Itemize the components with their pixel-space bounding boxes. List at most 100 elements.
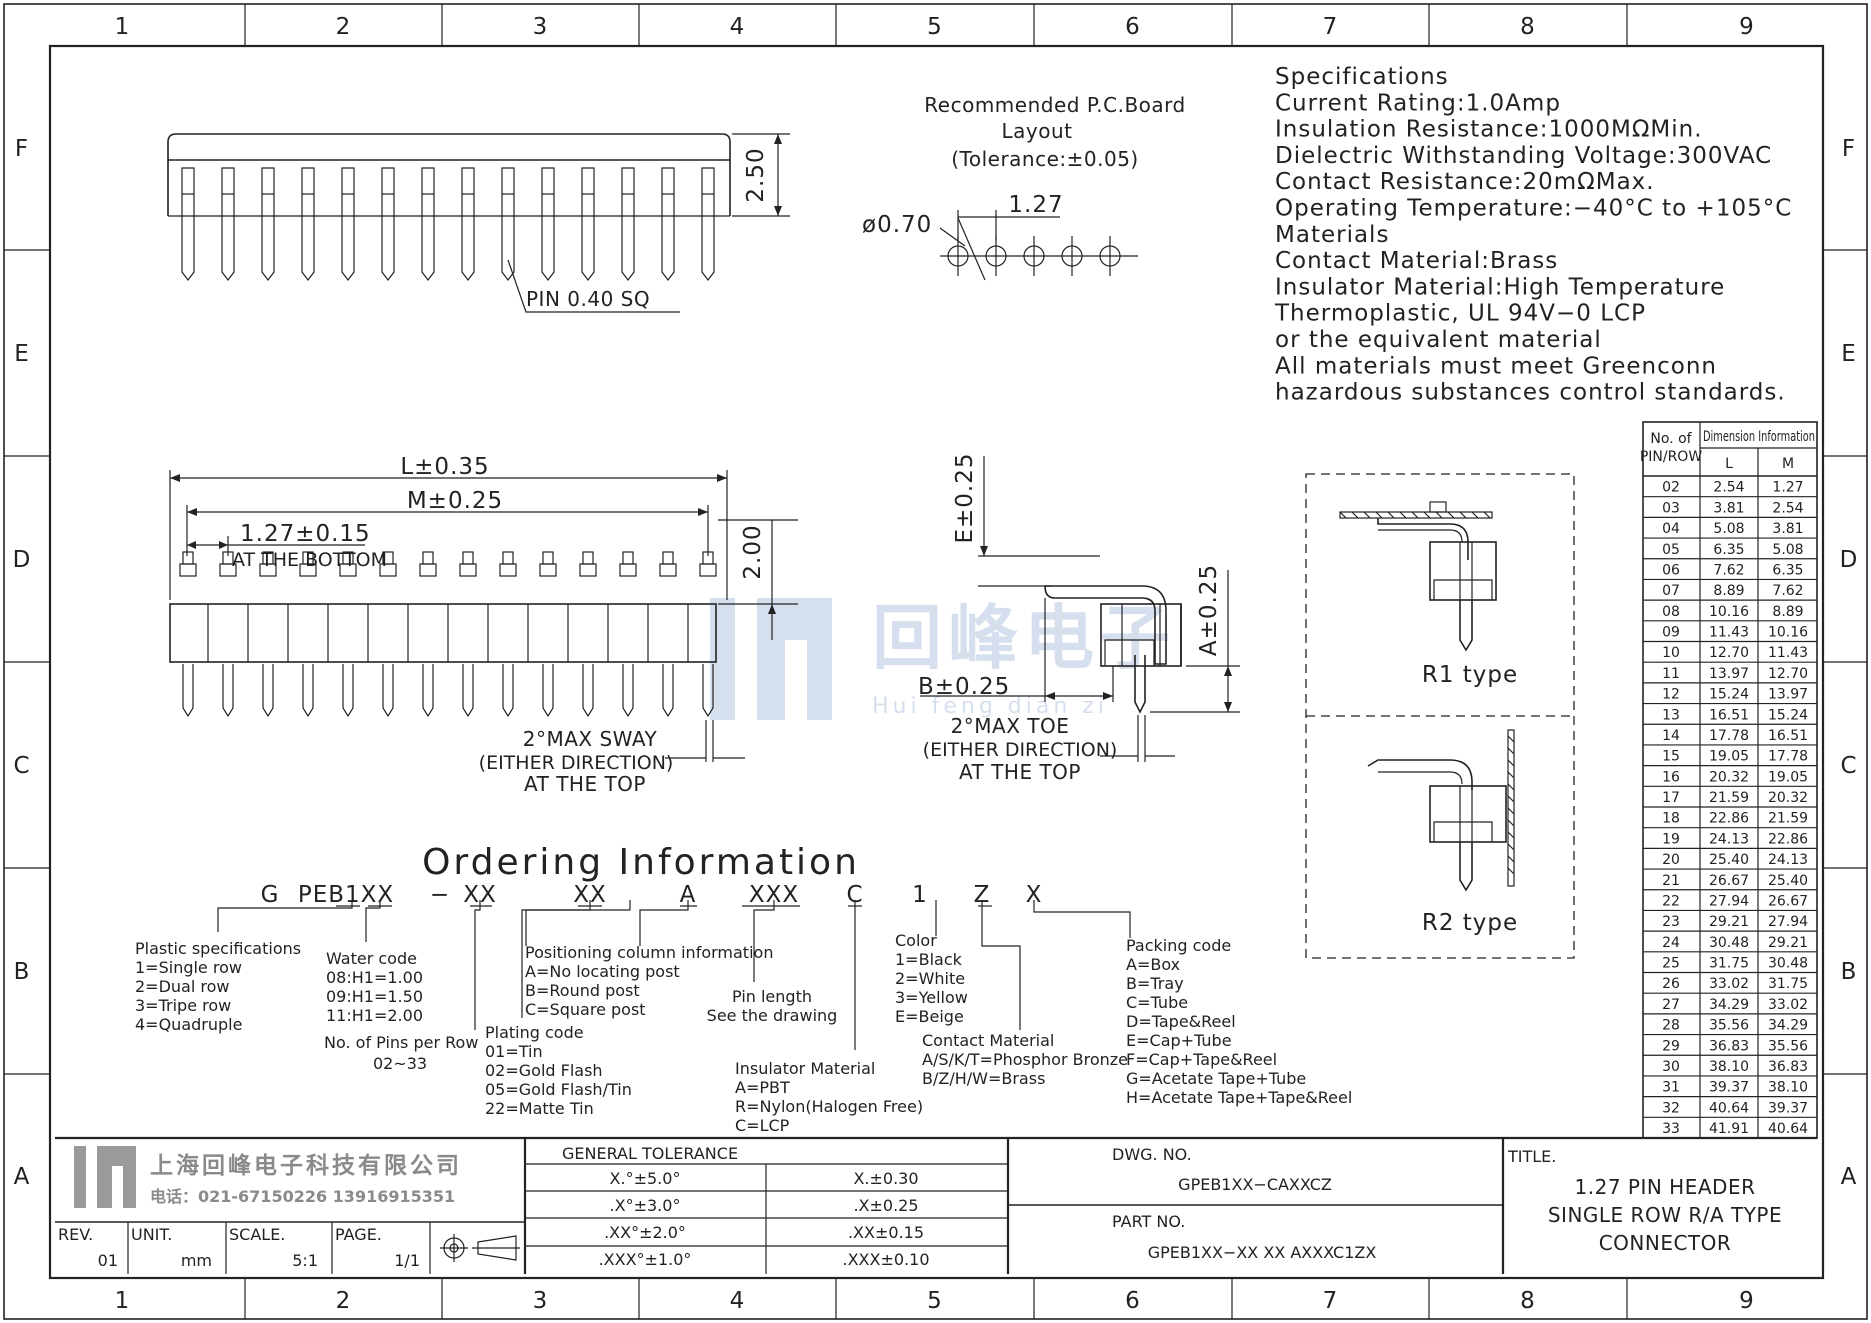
table-cell-l: 40.64	[1709, 1100, 1749, 1116]
table-cell-m: 8.89	[1772, 604, 1803, 620]
table-cell-m: 40.64	[1768, 1121, 1808, 1137]
table-cell-m: 10.16	[1768, 625, 1808, 641]
tolerance-angle: .XXX°±1.0°	[599, 1250, 692, 1269]
side-b-dim: B±0.25	[918, 674, 1010, 700]
ordering-line: A=PBT	[735, 1078, 790, 1097]
ordering-line: 1=Black	[895, 950, 963, 969]
table-cell-l: 35.56	[1709, 1018, 1749, 1034]
table-cell-m: 11.43	[1768, 645, 1808, 661]
side-e-dim: E±0.25	[952, 452, 978, 543]
table-cell-l: 17.78	[1709, 728, 1749, 744]
r2-type-drawing	[1367, 729, 1515, 892]
table-cell-pins: 15	[1662, 749, 1680, 765]
table-cell-pins: 31	[1662, 1080, 1680, 1096]
table-cell-pins: 33	[1662, 1121, 1680, 1137]
table-cell-l: 22.86	[1709, 811, 1749, 827]
table-cell-l: 34.29	[1709, 997, 1749, 1013]
side-toe-line2: (EITHER DIRECTION)	[923, 739, 1118, 761]
table-cell-m: 19.05	[1768, 769, 1808, 785]
table-cell-pins: 06	[1662, 562, 1680, 578]
ordering-line: Color	[895, 931, 937, 950]
scale-value: 5:1	[292, 1251, 318, 1270]
title-block: 上海回峰电子科技有限公司 电话：021-67150226 13916915351…	[55, 1136, 1817, 1274]
table-cell-l: 25.40	[1709, 852, 1749, 868]
ordering-line: C=LCP	[735, 1116, 790, 1135]
top-view-pin	[581, 167, 595, 281]
ordering-line: 1=Single row	[135, 958, 242, 977]
pcb-pitch: 1.27	[1008, 192, 1063, 218]
front-view: L±0.35 M±0.25 1.27±0.15 AT THE BOTTOM 2.…	[169, 454, 798, 796]
side-toe-line3: AT THE TOP	[959, 760, 1081, 784]
front-l-dim: L±0.35	[400, 454, 489, 480]
order-code-part: G	[261, 882, 280, 908]
table-cell-m: 35.56	[1768, 1038, 1808, 1054]
row-label-left: E	[14, 341, 30, 367]
table-cell-pins: 27	[1662, 997, 1680, 1013]
table-cell-pins: 11	[1662, 666, 1680, 682]
ordering-line: 01=Tin	[485, 1042, 543, 1061]
table-cell-pins: 13	[1662, 707, 1680, 723]
pcb-layout: Recommended P.C.Board Layout (Tolerance:…	[862, 93, 1185, 281]
table-cell-pins: 21	[1662, 873, 1680, 889]
ordering-line: Positioning column information	[525, 943, 773, 962]
top-view-pin	[381, 167, 395, 281]
column-label-top: 7	[1323, 14, 1339, 40]
row-label-left: D	[13, 547, 32, 573]
dwg-label: DWG. NO.	[1112, 1145, 1192, 1164]
table-header-pins-line1: No. of	[1650, 431, 1692, 447]
unit-value: mm	[181, 1251, 212, 1270]
row-label-right: B	[1841, 959, 1858, 985]
table-cell-l: 15.24	[1709, 687, 1749, 703]
front-view-pin	[179, 551, 197, 718]
ordering-line: 09:H1=1.50	[326, 987, 423, 1006]
watermark-en: Hui feng dian zi	[872, 694, 1108, 719]
title-line2: SINGLE ROW R/A TYPE	[1548, 1203, 1782, 1227]
company-phone: 电话：021-67150226 13916915351	[150, 1187, 455, 1206]
table-cell-pins: 03	[1662, 500, 1680, 516]
front-view-pin	[339, 551, 357, 718]
pcb-hole-dia: ø0.70	[862, 212, 932, 238]
ordering-line: 2=Dual row	[135, 977, 229, 996]
table-cell-m: 3.81	[1772, 521, 1803, 537]
table-cell-l: 31.75	[1709, 956, 1749, 972]
table-cell-l: 8.89	[1713, 583, 1744, 599]
front-view-pin	[579, 551, 597, 718]
table-cell-m: 24.13	[1768, 852, 1808, 868]
tolerance-angle: X.°±5.0°	[610, 1169, 681, 1188]
table-cell-l: 11.43	[1709, 625, 1749, 641]
table-cell-m: 16.51	[1768, 728, 1808, 744]
table-cell-m: 1.27	[1772, 480, 1803, 496]
table-cell-m: 2.54	[1772, 500, 1803, 516]
front-view-pin	[379, 551, 397, 718]
ordering-line: Water code	[326, 949, 417, 968]
column-label-top: 1	[115, 14, 131, 40]
table-cell-m: 12.70	[1768, 666, 1808, 682]
row-label-left: F	[15, 136, 29, 162]
ordering-line: No. of Pins per Row	[324, 1033, 478, 1052]
spec-line: or the equivalent material	[1275, 327, 1602, 353]
row-label-right: A	[1841, 1164, 1858, 1190]
tolerance-row: X.°±5.0°X.±0.30	[610, 1169, 919, 1188]
column-label-bottom: 4	[730, 1288, 746, 1314]
ordering-line: 3=Tripe row	[135, 996, 231, 1015]
spec-line: Materials	[1275, 222, 1389, 248]
ordering-line: A=Box	[1126, 955, 1180, 974]
table-cell-pins: 17	[1662, 790, 1680, 806]
column-label-bottom: 6	[1125, 1288, 1141, 1314]
table-cell-l: 12.70	[1709, 645, 1749, 661]
part-label: PART NO.	[1112, 1212, 1185, 1231]
spec-line: Specifications	[1275, 64, 1449, 90]
front-sway-line3: AT THE TOP	[524, 772, 646, 796]
